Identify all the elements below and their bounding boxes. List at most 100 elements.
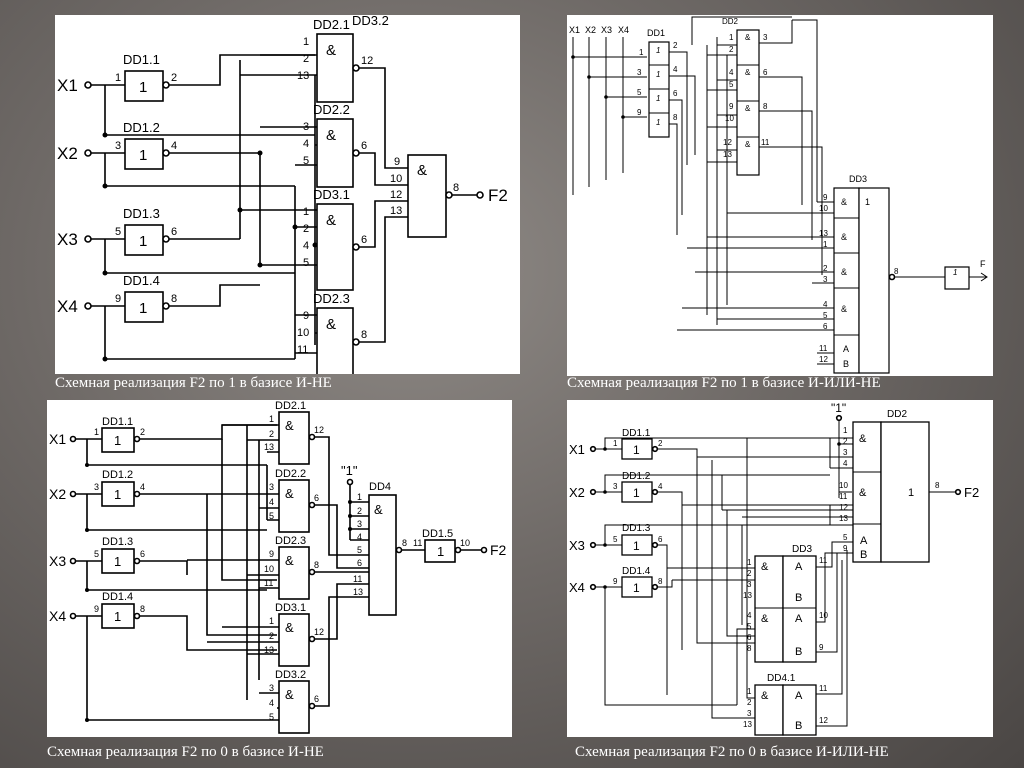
pin: 2: [658, 439, 663, 448]
pin: 3: [269, 683, 274, 693]
pin: 12: [314, 627, 324, 637]
pin: 2: [843, 437, 848, 446]
caption-nand-by-0: Схемная реализация F2 по 0 в базисе И-НЕ: [47, 744, 324, 760]
dd2-1-label: DD2.1: [313, 17, 350, 32]
pin: 13: [353, 587, 363, 597]
pin: 9: [819, 643, 824, 652]
pin: 8: [763, 102, 768, 111]
pin: 6: [171, 226, 177, 238]
dd1-4-label: DD1.4: [622, 566, 651, 577]
dd1-1-label: DD1.1: [622, 428, 651, 439]
pin: 3: [763, 33, 768, 42]
constant-one-label: "1": [831, 401, 846, 415]
and-symbol: &: [285, 553, 294, 568]
pin: 1: [747, 558, 752, 567]
pin: 3: [747, 709, 752, 718]
pin: 5: [747, 622, 752, 631]
nand-dd2-1: [316, 33, 354, 103]
and-symbol: &: [841, 304, 847, 314]
schematic-and-or-not-by-1: X1 X2 X3 X4 DD1 1 1 1 1 1 2 3 4 5 6 9 8 …: [569, 16, 988, 374]
pin: 6: [673, 89, 678, 98]
pin: 2: [823, 264, 828, 273]
and-symbol: &: [285, 418, 294, 433]
nand-dd2-2: [278, 479, 310, 533]
pin: 1: [303, 36, 309, 48]
pin: 4: [269, 497, 274, 507]
pin: 13: [819, 229, 828, 238]
pin: 8: [361, 329, 367, 341]
pin: 6: [361, 140, 367, 152]
pin: 11: [264, 578, 273, 588]
inverter-dd1-2: [124, 138, 164, 170]
pin: 8: [171, 293, 177, 305]
inv-symbol: 1: [139, 300, 147, 317]
and-symbol: &: [841, 197, 847, 207]
nand-dd2-3: [316, 307, 354, 374]
pin: 12: [390, 189, 402, 201]
pin: 5: [269, 511, 274, 521]
and-symbol: &: [745, 33, 751, 42]
dd1-3-label: DD1.3: [123, 206, 160, 221]
inv-symbol: 1: [656, 46, 660, 55]
pin: 13: [264, 645, 274, 655]
pin: 12: [723, 138, 732, 147]
pin: 3: [747, 580, 752, 589]
input-x2-label: X2: [569, 485, 585, 500]
pin: 1: [639, 48, 644, 57]
caption-nand-by-1: Схемная реализация F2 по 1 в базисе И-НЕ: [55, 375, 332, 391]
inv-symbol: 1: [656, 70, 660, 79]
input-x3-label: X3: [57, 230, 78, 249]
pin: 3: [269, 482, 274, 492]
dd2-1-label: DD2.1: [275, 400, 306, 412]
and-symbol: &: [841, 267, 847, 277]
expander-b: B: [795, 592, 802, 604]
pin: 11: [413, 538, 422, 548]
and-symbol: &: [326, 212, 336, 229]
pin: 9: [729, 102, 734, 111]
pin: 3: [613, 482, 618, 491]
dd1-4-label: DD1.4: [102, 591, 133, 603]
inv-symbol: 1: [656, 94, 660, 103]
and-or-not-dd3: [833, 187, 860, 374]
pin: 1: [303, 206, 309, 218]
inv-symbol: 1: [114, 433, 121, 448]
pin: 11: [353, 574, 362, 584]
dd3-2-label: DD3.2: [352, 15, 389, 28]
pin: 2: [673, 41, 678, 50]
pin: 12: [819, 355, 828, 364]
input-x3-label: X3: [49, 553, 66, 569]
input-x2-label: X2: [57, 144, 78, 163]
dd1-1-label: DD1.1: [123, 52, 160, 67]
dd3-label: DD3: [849, 174, 867, 184]
and-or-not-dd3-or-section: [858, 187, 890, 374]
dd1-3-label: DD1.3: [102, 536, 133, 548]
and-symbol: &: [859, 433, 867, 445]
pin: 12: [819, 716, 828, 725]
pin: 4: [729, 68, 734, 77]
expander-a: A: [795, 561, 803, 573]
pin: 5: [357, 545, 362, 555]
pin: 2: [747, 698, 752, 707]
pin: 4: [747, 611, 752, 620]
pin: 8: [894, 267, 899, 276]
pin: 2: [729, 45, 734, 54]
pin: 1: [269, 616, 274, 626]
expander-a: A: [795, 690, 803, 702]
output-f2-label: F2: [964, 485, 979, 500]
nand-dd3-1: [316, 203, 354, 291]
expander-a: A: [795, 613, 803, 625]
pin: 8: [140, 604, 145, 614]
input-x3-label: X3: [601, 25, 612, 35]
and-symbol: &: [326, 316, 336, 333]
dd2-label: DD2: [722, 17, 739, 26]
input-x4-label: X4: [618, 25, 629, 35]
input-x4-label: X4: [49, 608, 66, 624]
pin: 4: [303, 240, 309, 252]
nand-dd4: [368, 494, 397, 616]
inv-symbol: 1: [656, 118, 660, 127]
pin: 6: [658, 535, 663, 544]
input-x2-label: X2: [585, 25, 596, 35]
pin: 6: [357, 558, 362, 568]
pin: 3: [94, 482, 99, 492]
output-f2-label: F2: [488, 186, 508, 205]
